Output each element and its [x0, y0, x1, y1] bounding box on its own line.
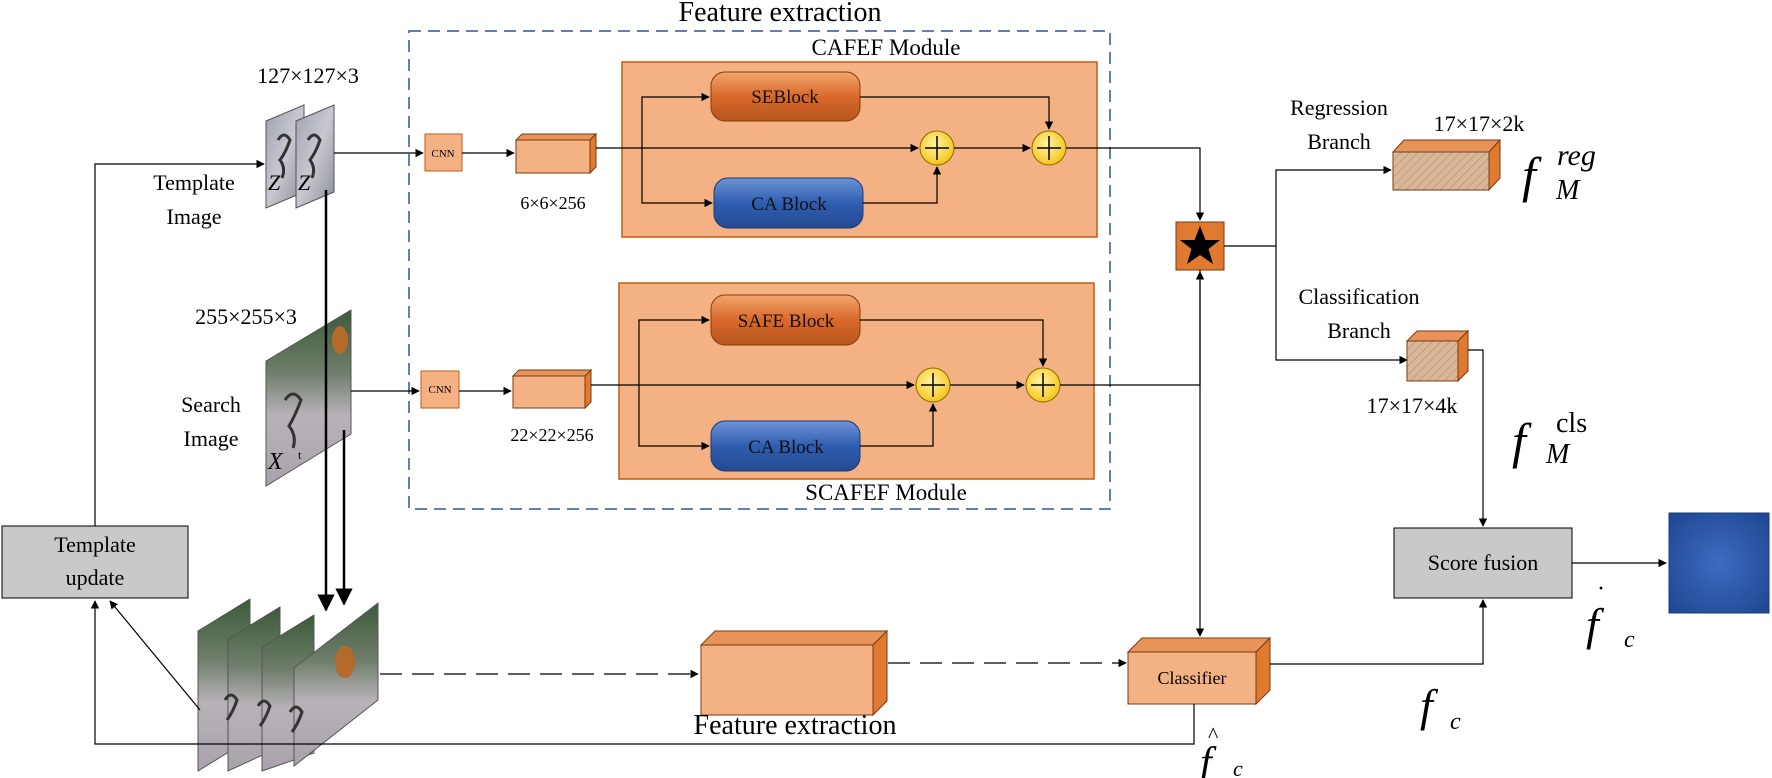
classification-branch-label-1: Classification — [1299, 284, 1420, 309]
feature-extraction-bottom-label: Feature extraction — [694, 710, 897, 741]
lower-feature-extraction-cuboid — [699, 629, 889, 717]
cnn-box-search — [420, 370, 460, 409]
template-feature-size: 6×6×256 — [520, 193, 585, 213]
score-fusion-box — [1393, 527, 1573, 599]
svg-text:c: c — [1233, 756, 1243, 778]
classification-branch-label-2: Branch — [1327, 318, 1391, 343]
search-image: X t — [265, 309, 352, 487]
svg-text:M: M — [1545, 439, 1571, 470]
svg-text:f: f — [1420, 680, 1439, 731]
svg-text:M: M — [1555, 175, 1581, 206]
output-response-map — [1668, 512, 1770, 614]
svg-text:X: X — [267, 449, 284, 475]
feature-extraction-frame — [408, 30, 1111, 510]
search-image-label-2: Image — [184, 426, 239, 451]
regression-output-cuboid — [1391, 138, 1502, 192]
template-image-label-2: Image — [167, 204, 222, 229]
feature-extraction-title: Feature extraction — [679, 0, 882, 28]
svg-text:f: f — [1512, 413, 1532, 469]
search-feature-size: 22×22×256 — [510, 425, 593, 445]
classification-size: 17×17×4k — [1367, 393, 1458, 418]
scafef-module-title: SCAFEF Module — [805, 480, 967, 505]
template-size: 127×127×3 — [257, 63, 359, 88]
svg-text:Z: Z — [298, 170, 311, 195]
search-feature-map — [511, 368, 593, 410]
search-size: 255×255×3 — [195, 304, 297, 329]
f-c-formula: f c — [1420, 680, 1461, 735]
svg-text:c: c — [1450, 709, 1461, 735]
svg-text:c: c — [1624, 627, 1635, 653]
regression-size: 17×17×2k — [1434, 111, 1525, 136]
cafef-module-title: CAFEF Module — [812, 35, 961, 60]
template-feature-map — [514, 132, 598, 175]
svg-text:reg: reg — [1557, 139, 1596, 172]
template-image: Z Z — [265, 104, 335, 209]
svg-text:f: f — [1586, 599, 1605, 650]
svg-text:·: · — [1597, 576, 1605, 602]
template-update-label-1: Template — [54, 532, 136, 557]
regression-branch-label-1: Regression — [1290, 95, 1388, 120]
classifier-cuboid — [1126, 636, 1272, 706]
frame-sequence — [197, 598, 379, 772]
svg-text:CNN: CNN — [431, 148, 454, 160]
svg-text:f: f — [1522, 147, 1542, 203]
template-image-label-1: Template — [153, 170, 235, 195]
svg-text:CNN: CNN — [428, 384, 451, 396]
search-image-label-1: Search — [181, 392, 241, 417]
svg-text:Z: Z — [268, 170, 281, 195]
ca-block-bottom-label: CA Block — [748, 437, 824, 458]
regression-branch-label-2: Branch — [1307, 129, 1371, 154]
classifier-label: Classifier — [1158, 668, 1227, 688]
template-update-label-2: update — [66, 565, 125, 590]
svg-text:cls: cls — [1556, 408, 1587, 439]
f-reg-formula: f reg M — [1522, 139, 1596, 206]
ca-block-top-label: CA Block — [751, 194, 827, 215]
f-c-dot-formula: · f c — [1586, 576, 1635, 653]
svg-text:^: ^ — [1208, 722, 1219, 747]
cross-correlation-star-icon — [1175, 221, 1225, 271]
safe-block-label: SAFE Block — [738, 311, 835, 332]
classification-output-cuboid — [1405, 329, 1470, 383]
score-fusion-label: Score fusion — [1428, 550, 1539, 575]
f-cls-formula: f cls M — [1512, 408, 1587, 470]
svg-text:t: t — [298, 448, 302, 462]
seblock-label: SEBlock — [751, 87, 819, 108]
template-update-box — [1, 525, 189, 599]
f-c-hat-formula: ^ f c — [1200, 722, 1243, 778]
